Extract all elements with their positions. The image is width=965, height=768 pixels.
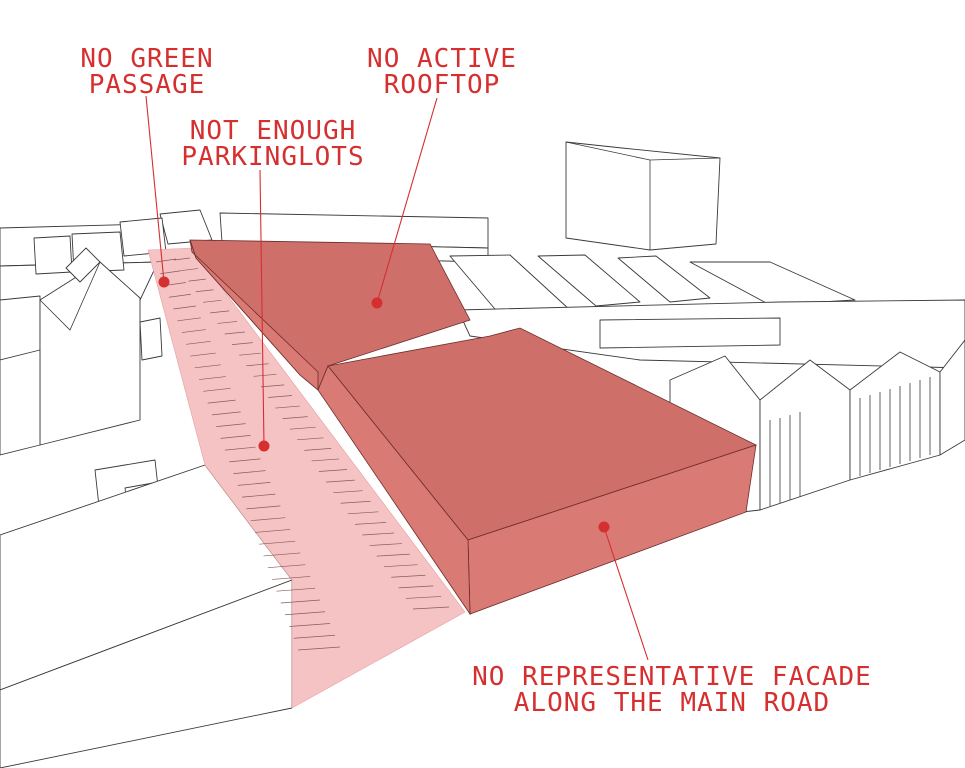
parking-stall-line — [173, 305, 196, 310]
parking-stall-line — [318, 469, 347, 472]
parking-stall-line — [398, 585, 434, 589]
annotation-leaders — [145, 95, 649, 661]
parking-stall-line — [362, 532, 395, 536]
parking-stall-line — [272, 576, 311, 580]
parking-stall-line — [181, 268, 198, 271]
label-not-enough-parkinglots: NOT ENOUGH PARKINGLOTS — [181, 116, 365, 172]
label-no-active-rooftop: NO ACTIVE ROOFTOP — [367, 44, 517, 100]
parking-stall-line — [194, 364, 221, 369]
parking-stall-line — [186, 340, 211, 345]
parking-stall-line — [267, 564, 306, 569]
parking-stall-line — [237, 482, 271, 486]
parking-stall-line — [220, 435, 251, 439]
parking-stall-line — [195, 289, 214, 293]
parking-stall-line — [333, 490, 363, 494]
parking-stall-line — [188, 278, 206, 282]
parking-stall-line — [246, 363, 269, 367]
leader-parking — [259, 169, 265, 447]
parking-stall-line — [347, 511, 379, 515]
parking-stall-line — [216, 423, 246, 427]
parking-stall-line — [160, 270, 182, 275]
dot-green-passage — [158, 276, 170, 288]
parking-stall-line — [282, 416, 308, 419]
parking-stall-line — [412, 606, 450, 610]
parking-stall-line — [259, 540, 296, 545]
leader-facade — [603, 526, 649, 661]
parking-stall-line — [239, 352, 261, 356]
parking-stall-line — [202, 299, 222, 303]
dot-active-rooftop — [371, 297, 383, 309]
parking-stall-line — [210, 310, 230, 314]
parking-stall-line — [280, 599, 321, 604]
parking-stall-line — [177, 317, 201, 322]
parking-stall-line — [275, 405, 300, 409]
context-buildings — [0, 141, 965, 768]
parking-stall-line — [289, 623, 331, 627]
parking-stall-line — [242, 493, 276, 498]
parking-stall-line — [326, 479, 355, 483]
parking-stall-line — [155, 258, 177, 263]
parking-stall-line — [391, 574, 426, 578]
parking-stall-line — [369, 543, 402, 546]
parking-stall-line — [254, 529, 291, 533]
parking-stall-line — [181, 329, 206, 333]
parking-stall-line — [207, 399, 236, 404]
parking-stall-line — [263, 552, 301, 557]
dot-parking — [258, 440, 270, 452]
parking-stall-line — [231, 342, 253, 345]
parking-stall-line — [289, 426, 316, 430]
parking-stall-line — [168, 293, 191, 298]
highlighted-building — [189, 239, 758, 616]
parking-stall-line — [268, 395, 293, 398]
parking-stall-line — [198, 376, 226, 380]
parking-stall-line — [253, 373, 277, 377]
leader-active-rooftop — [376, 97, 438, 304]
parking-stall-line — [233, 470, 266, 474]
parking-stall-line — [304, 448, 332, 451]
parking-stall-line — [297, 646, 341, 651]
label-no-green-passage: NO GREEN PASSAGE — [80, 44, 214, 100]
parking-stall-line — [355, 522, 387, 525]
parking-stall-line — [224, 446, 256, 451]
label-no-representative-facade: NO REPRESENTATIVE FACADE ALONG THE MAIN … — [472, 662, 872, 718]
parking-stall-line — [405, 596, 442, 599]
leader-green-passage — [145, 95, 165, 283]
parking-stall-line — [203, 387, 231, 392]
parking-stall-line — [217, 321, 238, 324]
parking-stall-line — [376, 553, 410, 557]
parking-stall-line — [224, 331, 245, 335]
parking-stall-line — [285, 611, 326, 616]
parking-stall-line — [211, 411, 241, 416]
parking-stall-line — [173, 257, 191, 261]
parking-stall-line — [340, 500, 371, 504]
parking-stall-line — [190, 352, 216, 357]
parking-stall-line — [250, 517, 286, 522]
parking-stall-line — [276, 587, 316, 592]
parking-stall-line — [229, 458, 261, 463]
parking-stall-line — [297, 437, 324, 441]
right-facade-stripes — [769, 377, 931, 506]
parking-stall-line — [246, 505, 281, 510]
dot-facade — [598, 521, 610, 533]
parking-stall-line — [293, 634, 336, 639]
parking-stall-line — [260, 384, 285, 388]
parking-stall-line — [311, 458, 340, 462]
parking-stall-lines — [155, 257, 450, 651]
parking-stall-line — [384, 564, 418, 568]
front-side-face — [317, 365, 471, 616]
